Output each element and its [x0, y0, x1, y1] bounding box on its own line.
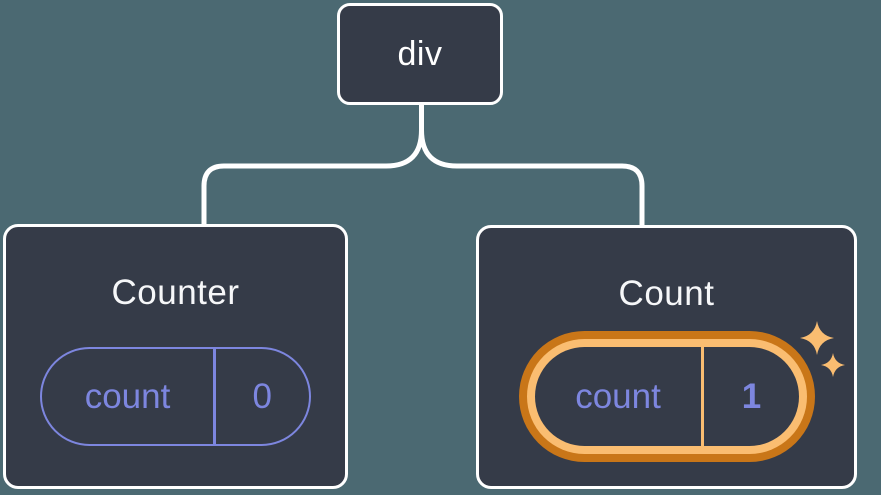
count-state-pill-inner-ring: count 1 — [527, 339, 807, 454]
count-node: Count count 1 — [476, 225, 857, 489]
counter-state-pill: count 0 — [40, 347, 311, 446]
count-node-title: Count — [618, 274, 715, 313]
state-pill-divider — [213, 349, 216, 444]
root-node-div: div — [337, 3, 503, 105]
state-value: 0 — [252, 376, 272, 416]
state-key-label: count — [575, 376, 661, 416]
count-state-pill-highlight-ring: count 1 — [519, 331, 815, 462]
connector-left-branch — [201, 100, 424, 230]
sparkles-icon — [800, 321, 845, 377]
counter-node-title: Counter — [111, 273, 240, 312]
counter-node: Counter count 0 — [3, 224, 348, 489]
connector-right-branch — [419, 100, 645, 230]
count-state-pill: count 1 — [535, 347, 799, 446]
sparkle-large — [800, 321, 834, 355]
state-value: 1 — [741, 376, 762, 416]
state-key-label: count — [84, 376, 171, 416]
state-pill-divider — [701, 347, 704, 446]
root-node-label: div — [397, 34, 443, 73]
sparkle-small — [821, 353, 845, 377]
